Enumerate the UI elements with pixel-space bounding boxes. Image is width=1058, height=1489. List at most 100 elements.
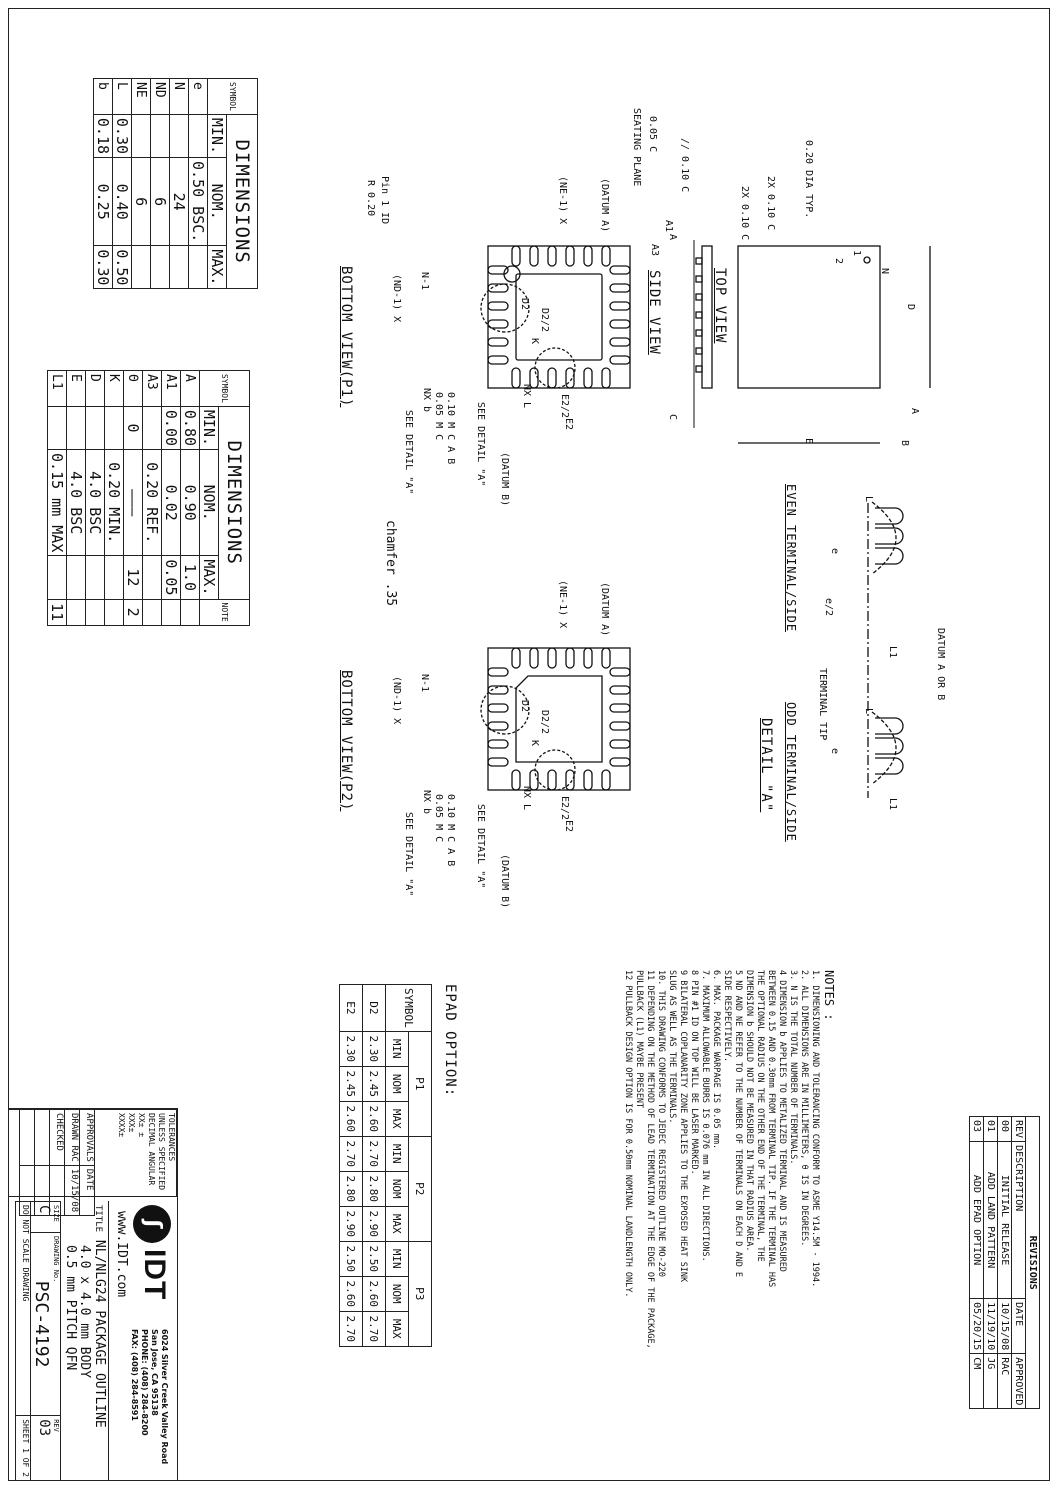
nxl-label-p1: NX L — [521, 384, 532, 409]
datum-a-label-p1: (DATUM A) — [599, 178, 610, 233]
dim-a1-label: A1 — [663, 220, 674, 233]
revisions-title: REVISIONS — [1025, 1116, 1040, 1409]
l1-label-odd: L1 — [887, 798, 898, 811]
pin1-id-label: Pin 1 ID — [379, 176, 390, 225]
package-drawing — [480, 240, 931, 798]
pin-1-label: 1 — [851, 250, 862, 257]
note-line: 11 DEPENDING ON THE METHOD OF LEAD TERMI… — [645, 970, 655, 1349]
chamfer-label: chamfer .35 — [383, 520, 398, 607]
parallelism-label: // 0.10 C — [679, 138, 690, 193]
d2-label-p2: D2 — [519, 700, 530, 713]
note-line: 2. ALL DIMENSIONS ARE IN MILLIMETERS, θ … — [799, 970, 809, 1247]
bottom-view-p1-body — [487, 245, 631, 389]
drawing-title: TITLE NL/NLG24 PACKAGE OUTLINE 4.0 x 4.0… — [61, 1201, 109, 1481]
exposed-pad-p1 — [515, 273, 603, 361]
pin1-dot-icon — [863, 256, 871, 264]
datum-a-box: A — [909, 408, 920, 415]
e-label-even: e — [829, 548, 840, 555]
datum-a-label-p2: (DATUM A) — [599, 582, 610, 637]
fcf2-label-p2: 0.05 M C — [433, 794, 444, 843]
datum-b-box: B — [899, 440, 910, 447]
ne-label-p1: (NE-1) X — [557, 176, 568, 225]
company-address: 6024 Silver Creek Valley Road San Jose, … — [130, 1329, 169, 1465]
note-line: DIMENSION b SHOULD NOT BE MEASURED IN TH… — [744, 970, 754, 1252]
nxl-label-p2: NX L — [521, 786, 532, 811]
epad-title: EPAD OPTION: — [442, 984, 458, 1098]
drawing-border — [8, 8, 1050, 1481]
ne-label-p2: (NE-1) X — [557, 580, 568, 629]
detail-even-terminal — [871, 501, 904, 575]
odd-terminal-title: ODD TERMINAL/SIDE — [784, 702, 798, 842]
company-website: www.IDT.com — [114, 1211, 129, 1298]
note-line: 12 PULLBACK DESIGN OPTION IS FOR 0.50mm … — [623, 970, 633, 1298]
nxb-label-p2: NX b — [421, 790, 432, 815]
no-scale-note: DO NOT SCALE DRAWING — [15, 1201, 31, 1416]
d2-label-p1: D2 — [519, 298, 530, 311]
pin1-r-label: R 0.20 — [365, 180, 376, 217]
top-view-title: TOP VIEW — [712, 268, 728, 344]
see-detail-label-p1: SEE DETAIL "A" — [475, 402, 486, 487]
fcf2-label-p1: 0.05 M C — [433, 392, 444, 441]
flatness-label-1: 2X 0.10 C — [765, 176, 776, 231]
idt-logo: IDT — [138, 1249, 171, 1301]
terminals-p1 — [487, 245, 631, 389]
notes-block: NOTES : 1. DIMENSIONING AND TOLERANCING … — [622, 970, 836, 1349]
idt-logo-icon: ʃ — [133, 1205, 171, 1243]
e2h-label-p2: E2/2 — [559, 796, 570, 821]
side-view-terminals — [695, 257, 703, 373]
n1-label-p2: N-1 — [419, 674, 430, 693]
l1-label-even: L1 — [887, 646, 898, 659]
e-half-label: e/2 — [823, 598, 834, 617]
detail-odd-terminal — [871, 711, 904, 785]
note-line: BETWEEN 0.15 AND 0.30mm FROM TERMINAL TI… — [766, 970, 776, 1288]
note-line: 3. N IS THE TOTAL NUMBER OF TERMINALS. — [788, 970, 798, 1165]
note-line: 6. MAX. PACKAGE WARPAGE IS 0.05 mm. — [711, 970, 721, 1150]
side-view-body — [701, 245, 713, 389]
see-detail-label-p1b: SEE DETAIL "A" — [403, 410, 414, 495]
e2-label-p1: E2 — [563, 418, 574, 431]
note-line: 5 ND AND NE REFER TO THE NUMBER OF TERMI… — [733, 970, 743, 1278]
see-detail-label-p2b: SEE DETAIL "A" — [403, 812, 414, 897]
dim-a3-label: A3 — [649, 244, 660, 257]
epad-symbol-header: SYMBOL — [385, 984, 432, 1032]
note-line: 4 DIMENSION b APPLIES TO METALIZED TERMI… — [777, 970, 787, 1272]
detail-circle-p2b — [534, 749, 576, 791]
note-line: SLUG AS WELL AS THE TERMINALS. — [667, 970, 677, 1124]
detail-circle-p1b — [534, 347, 576, 389]
drawn-by: RAC — [69, 1145, 79, 1162]
nd-label-p1: (ND-1) X — [391, 274, 402, 323]
detail-circle-p2 — [480, 685, 530, 735]
dim-a-label: A — [667, 234, 678, 241]
bottom-view-p1-title: BOTTOM VIEW(P1) — [338, 266, 354, 408]
bottom-view-p2-title: BOTTOM VIEW(P2) — [338, 670, 354, 812]
note-line: 9 BILATERAL COPLANARITY ZONE APPLIES TO … — [678, 970, 688, 1283]
terminals-p2 — [487, 647, 631, 791]
l-label-odd: L — [863, 708, 874, 715]
nd-label-p2: (ND-1) X — [391, 676, 402, 725]
seating-plane-label: SEATING PLANE — [631, 108, 642, 187]
fcf1-label-p1: 0.10 M C A B — [445, 392, 456, 465]
d2h-label-p2: D2/2 — [539, 710, 550, 735]
note-line: 8 PIN #1 ID ON TOP WILL BE LASER MARKED. — [689, 970, 699, 1175]
exposed-pad-p2 — [515, 675, 603, 763]
dim-e-label: E — [803, 438, 814, 445]
datum-b-label-p1: (DATUM B) — [499, 452, 510, 507]
note-line: 7. MAXIMUM ALLOWABLE BURRS IS 0.076 mm I… — [700, 970, 710, 1262]
n1-label-p1: N-1 — [419, 272, 430, 291]
coplanarity-label: 0.05 C — [647, 116, 658, 153]
notes-title: NOTES : — [822, 970, 836, 1021]
dim-d-label: D — [905, 304, 916, 311]
k-label-p2: K — [529, 740, 540, 747]
terminal-tip-label: TERMINAL TIP — [817, 668, 828, 741]
nxb-label-p1: NX b — [421, 388, 432, 413]
see-detail-label-p2: SEE DETAIL "A" — [475, 804, 486, 889]
l-label-even: L — [863, 496, 874, 503]
side-view-title: SIDE VIEW — [646, 270, 662, 355]
